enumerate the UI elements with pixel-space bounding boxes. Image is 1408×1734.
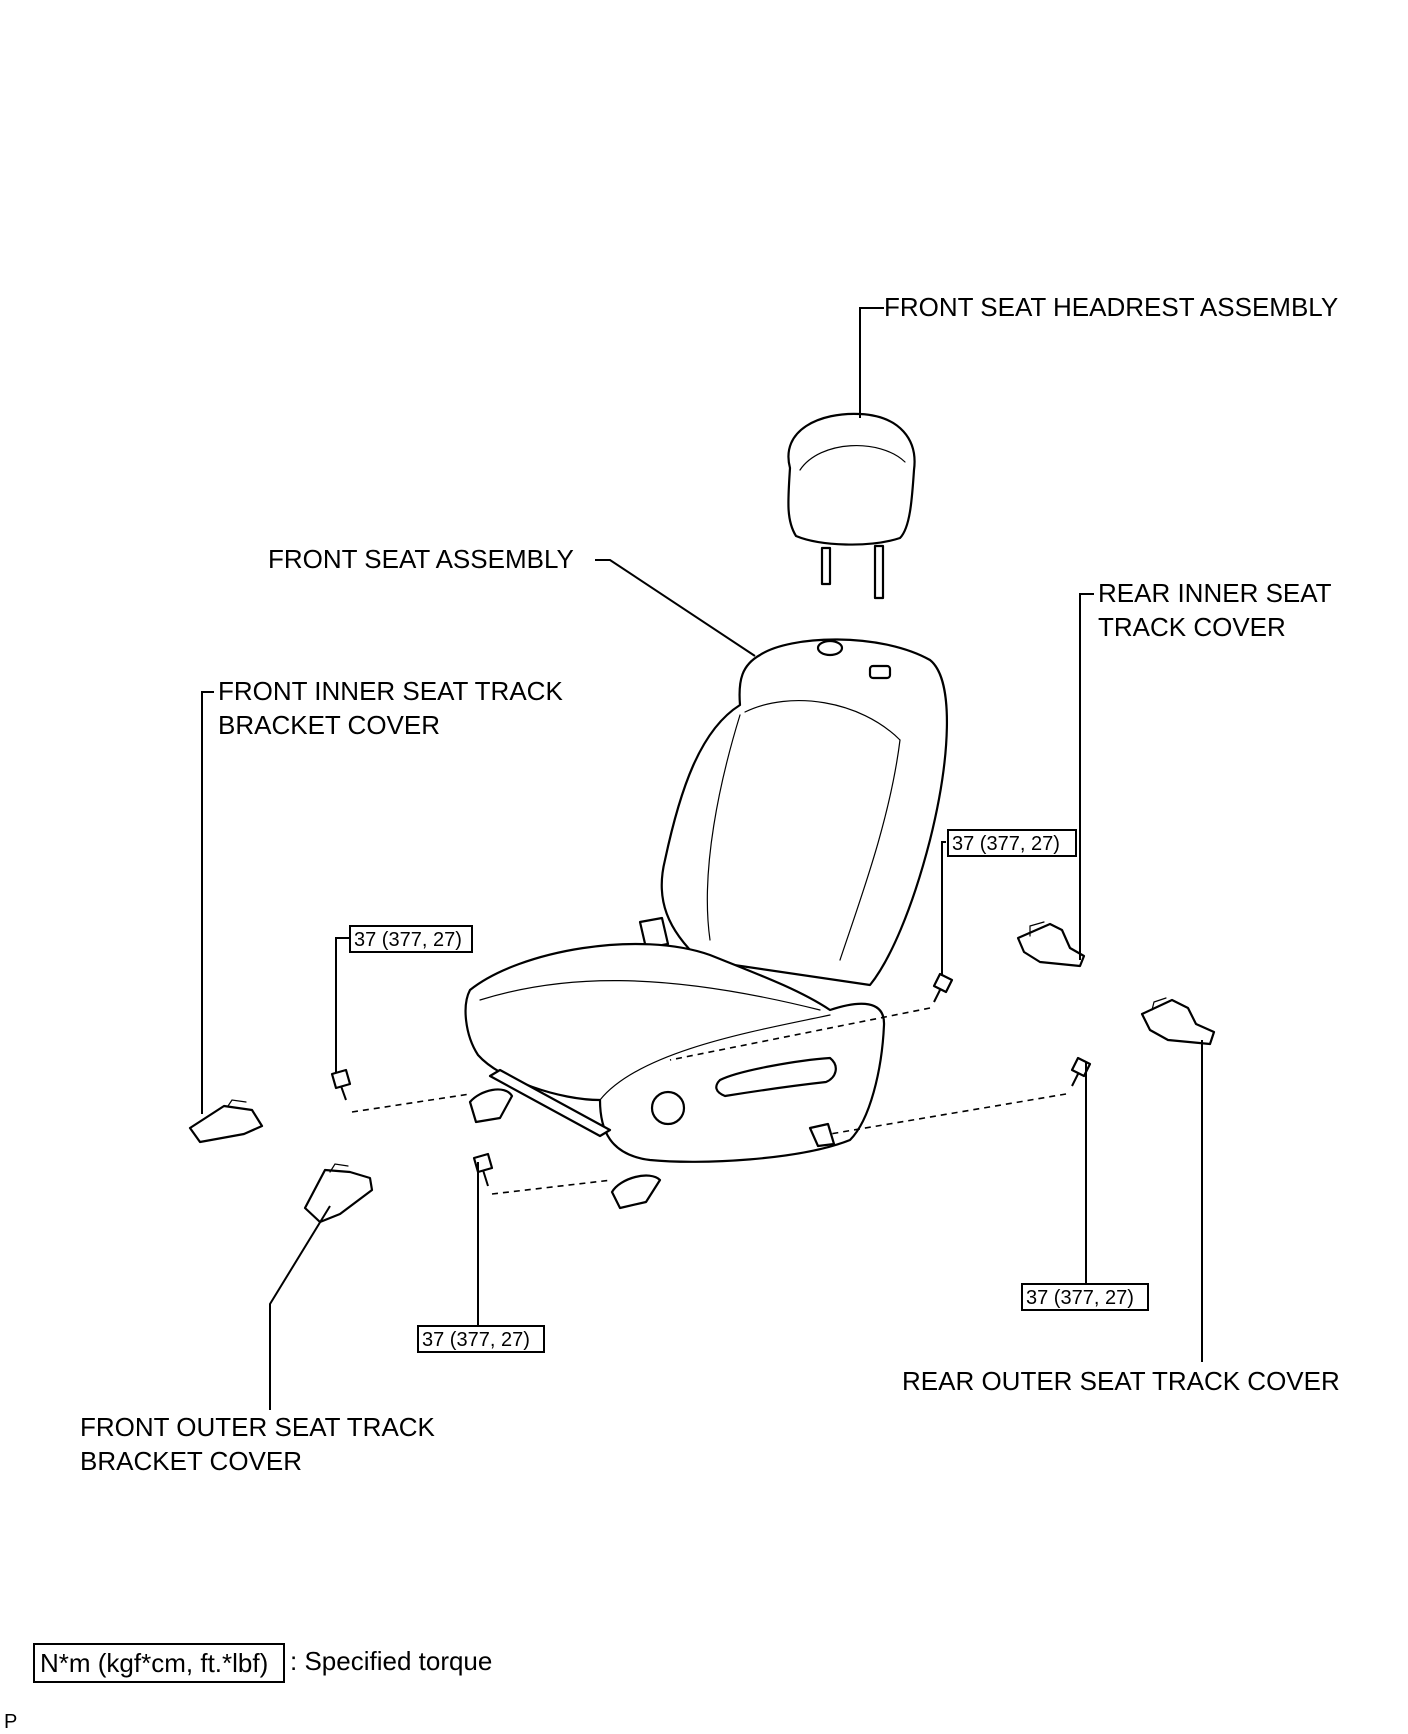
label-rear-inner-cover-line2: TRACK COVER (1098, 612, 1286, 642)
rear-outer-cover-part (1140, 997, 1216, 1046)
legend-description: : Specified torque (290, 1646, 492, 1676)
bolt-rear-outer (1070, 1056, 1092, 1087)
torque-value: 37 (377, 27) (354, 929, 462, 951)
label-rear-inner-cover-line1: REAR INNER SEAT (1098, 578, 1332, 608)
bolt-front-inner (330, 1068, 352, 1101)
legend: N*m (kgf*cm, ft.*lbf) : Specified torque (33, 1643, 492, 1683)
label-front-outer-cover-line1: FRONT OUTER SEAT TRACK (80, 1412, 436, 1442)
bolt-rear-inner (932, 972, 954, 1003)
corner-mark: P (4, 1711, 17, 1733)
torque-box-rear-inner: 37 (377, 27) (947, 829, 1077, 857)
label-front-outer-cover-line2: BRACKET COVER (80, 1446, 302, 1476)
dashed-guides (351, 1007, 1067, 1195)
front-outer-cover-part (303, 1163, 374, 1224)
label-front-inner-cover-line2: BRACKET COVER (218, 710, 440, 740)
label-front-seat: FRONT SEAT ASSEMBLY (268, 544, 574, 574)
bolt-front-outer (472, 1152, 494, 1187)
headrest-part (787, 412, 916, 600)
torque-value: 37 (377, 27) (422, 1329, 530, 1351)
legend-unit: N*m (kgf*cm, ft.*lbf) (40, 1648, 268, 1678)
label-headrest: FRONT SEAT HEADREST ASSEMBLY (884, 292, 1338, 322)
torque-value: 37 (377, 27) (1026, 1287, 1134, 1309)
leader-lines (201, 307, 1203, 1410)
seat-part (464, 638, 948, 1210)
torque-value: 37 (377, 27) (952, 833, 1060, 855)
rear-inner-cover-part (1016, 921, 1086, 968)
torque-box-rear-outer: 37 (377, 27) (1021, 1283, 1149, 1311)
label-front-inner-cover-line1: FRONT INNER SEAT TRACK (218, 676, 563, 706)
label-rear-outer-cover: REAR OUTER SEAT TRACK COVER (902, 1366, 1340, 1396)
torque-box-front-inner: 37 (377, 27) (349, 925, 473, 953)
front-inner-cover-part (188, 1099, 264, 1144)
torque-box-front-outer: 37 (377, 27) (417, 1325, 545, 1353)
